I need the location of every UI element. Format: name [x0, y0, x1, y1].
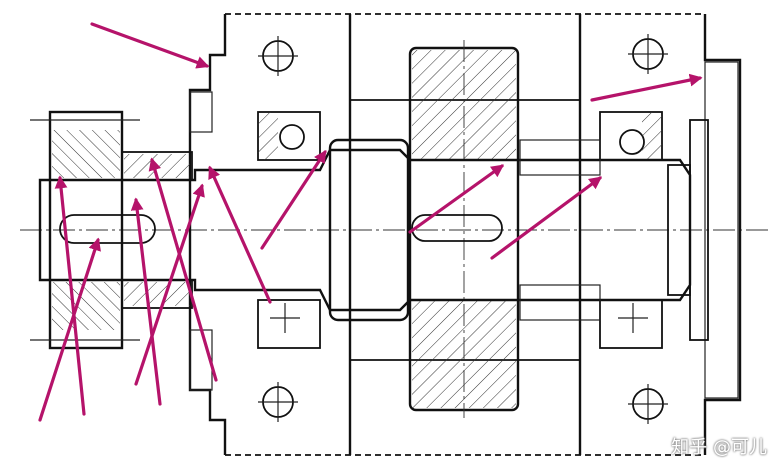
left-coupling	[30, 110, 193, 350]
arrow-9	[130, 197, 162, 406]
bearing-left	[257, 111, 321, 349]
arrow-4	[408, 164, 505, 234]
spur-gear	[408, 40, 520, 418]
arrow-3	[260, 149, 327, 250]
arrow-2	[590, 73, 703, 102]
arrow-10	[54, 175, 86, 416]
arrow-1	[90, 22, 210, 69]
arrow-8	[134, 183, 205, 386]
bolt-holes	[258, 34, 668, 424]
arrow-5	[490, 176, 603, 260]
arrow-11	[38, 237, 101, 422]
arrow-7	[148, 157, 218, 382]
callout-arrows	[38, 22, 703, 422]
arrow-6	[208, 165, 272, 304]
housing	[188, 13, 742, 456]
end-cap-right	[667, 119, 709, 341]
watermark-text: 知乎 @可儿	[671, 437, 767, 458]
